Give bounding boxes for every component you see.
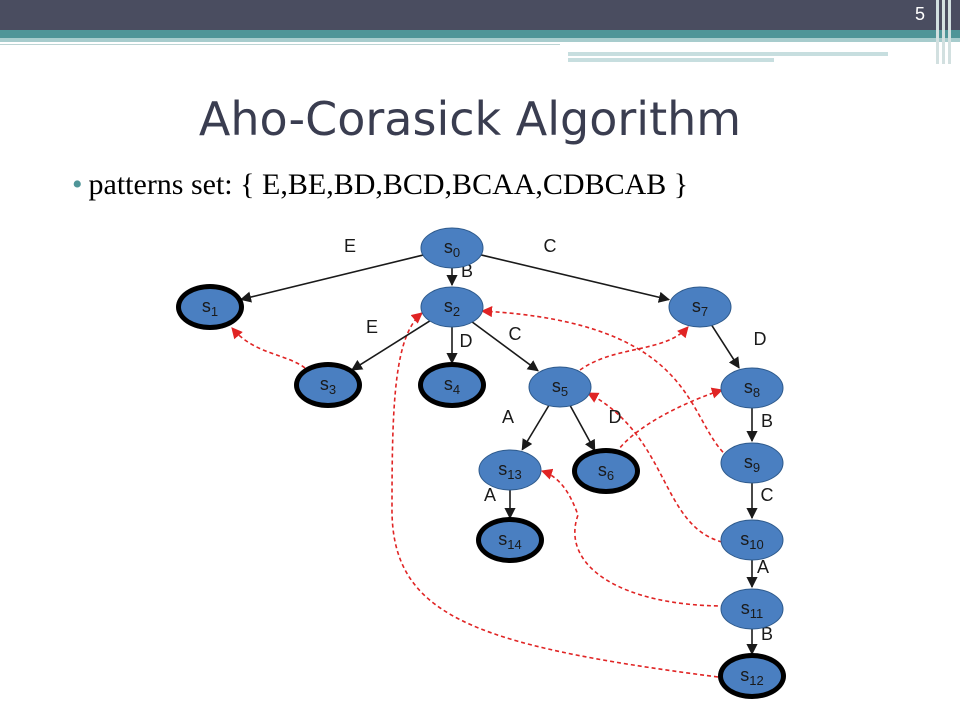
slide-title: Aho-Corasick Algorithm <box>198 92 742 146</box>
node-label: s7 <box>692 296 708 319</box>
node-label: s1 <box>202 296 218 319</box>
state-node-s1: s1 <box>176 284 244 330</box>
node-circle <box>720 519 784 561</box>
edge-label: B <box>761 624 773 644</box>
failure-edge-s6-s8 <box>615 387 724 454</box>
node-label: s10 <box>740 529 763 552</box>
edge-label: C <box>509 324 522 344</box>
node-label: s3 <box>320 374 336 397</box>
node-circle <box>423 367 481 403</box>
failure-edge-s3-s1 <box>231 327 306 369</box>
state-node-s7: s7 <box>668 286 732 328</box>
node-circle <box>720 442 784 484</box>
decor-line <box>568 52 888 56</box>
node-label: s13 <box>498 459 521 482</box>
node-circle <box>528 366 592 408</box>
light-teal-band <box>0 38 960 42</box>
failure-edge-s5-s7 <box>579 326 689 371</box>
node-circle <box>723 658 781 694</box>
decor-line <box>0 44 560 45</box>
teal-band <box>0 30 960 38</box>
slide-number: 5 <box>914 4 925 24</box>
node-circle <box>181 289 239 325</box>
failure-edge-s11-s13 <box>540 468 726 607</box>
node-label: s8 <box>744 377 760 400</box>
goto-edge-s0-s7 <box>480 254 671 303</box>
failure-edge-s12-s2 <box>391 312 719 678</box>
decor-vbar <box>942 0 945 64</box>
state-node-s13: s13 <box>478 449 542 491</box>
node-circle <box>720 367 784 409</box>
state-node-s9: s9 <box>720 442 784 484</box>
node-circle <box>720 588 784 630</box>
edge-label: A <box>484 485 496 505</box>
node-label: s5 <box>552 376 568 399</box>
node-circle <box>481 522 539 558</box>
state-node-s4: s4 <box>418 362 486 408</box>
bullet-item: •patterns set: { E,BE,BD,BCD,BCAA,CDBCAB… <box>72 168 688 202</box>
goto-edge-s2-s3 <box>350 320 431 371</box>
goto-edge-s5-s6 <box>569 405 596 452</box>
edge-label: C <box>761 485 774 505</box>
state-node-s6: s6 <box>572 448 640 494</box>
node-label: s6 <box>598 460 614 483</box>
edge-label: D <box>609 407 622 427</box>
failure-edge-s10-s5 <box>587 392 723 543</box>
node-label: s4 <box>444 374 460 397</box>
state-node-s3: s3 <box>294 362 362 408</box>
goto-edge-s7-s8 <box>711 325 740 369</box>
bullet-text: patterns set: { E,BE,BD,BCD,BCAA,CDBCAB … <box>88 168 689 201</box>
state-node-s5: s5 <box>528 366 592 408</box>
bullet-dot: • <box>72 168 83 201</box>
node-label: s12 <box>740 665 763 688</box>
goto-edge-s2-s5 <box>471 321 539 372</box>
edge-label: A <box>757 557 769 577</box>
state-node-s14: s14 <box>476 517 544 563</box>
state-node-s2: s2 <box>420 286 484 328</box>
edge-label: A <box>502 407 514 427</box>
node-label: s2 <box>444 296 460 319</box>
state-node-s11: s11 <box>720 588 784 630</box>
decor-vbar <box>936 0 939 64</box>
edge-label: D <box>460 331 473 351</box>
edge-label: D <box>754 329 767 349</box>
state-node-s8: s8 <box>720 367 784 409</box>
node-label: s9 <box>744 452 760 475</box>
failure-edges <box>231 305 729 678</box>
failure-edge-s9-s2 <box>480 305 729 458</box>
edge-label: E <box>344 236 356 256</box>
edge-label: C <box>544 236 557 256</box>
node-label: s14 <box>498 529 521 552</box>
state-node-s0: s0 <box>420 227 484 269</box>
goto-edge-s5-s13 <box>521 405 550 451</box>
node-circle <box>478 449 542 491</box>
decor-vbar <box>948 0 951 64</box>
node-label: s0 <box>444 237 460 260</box>
edge-label: E <box>366 317 378 337</box>
node-circle <box>668 286 732 328</box>
goto-edge-s0-s1 <box>239 254 424 303</box>
node-circle <box>577 453 635 489</box>
top-bar <box>0 0 960 30</box>
edge-label: B <box>761 411 773 431</box>
state-nodes: s0 s1 s2 s3 s4 s5 s6 s7 s8 s9 s10 s11 s12 s13 s14 <box>176 227 786 699</box>
decor-line <box>568 58 774 62</box>
node-circle <box>299 367 357 403</box>
node-circle <box>420 227 484 269</box>
state-node-s10: s10 <box>720 519 784 561</box>
node-label: s11 <box>741 598 764 621</box>
node-circle <box>420 286 484 328</box>
state-node-s12: s12 <box>718 653 786 699</box>
